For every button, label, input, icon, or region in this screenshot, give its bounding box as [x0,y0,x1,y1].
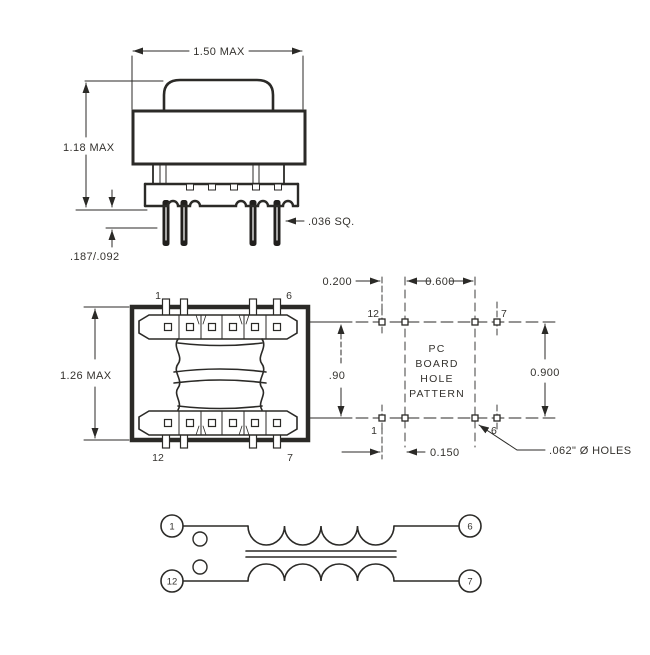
mounting-holes [378,318,501,422]
dim-row-spacing-label: 0.900 [530,367,560,379]
terminal-label-7: 7 [467,577,472,588]
pin-label-12: 12 [152,452,164,464]
dim-pin-rows-label: .90 [329,370,346,382]
polarity-dot-bottom [192,559,208,575]
terminal-circle-1 [160,514,184,538]
side-view: 1.50 MAX 1.18 MAX .187/.092 .036 SQ. [63,46,355,263]
primary-winding [247,525,395,546]
holes-note-leader [478,424,546,451]
strip-dividers-top [178,314,267,340]
pin-label-1: 1 [155,290,161,302]
pattern-title-line3: HOLE [420,373,453,385]
terminal-circle-7 [458,569,482,593]
terminal-label-6: 6 [467,522,472,533]
pin-highlights [165,205,278,241]
polarity-dot-top [192,531,208,547]
hole-label-1: 1 [371,425,377,437]
pattern-title-line2: BOARD [415,358,458,370]
bottom-view: 1.26 MAX .90 1 6 12 7 [60,290,353,464]
base-bottom-scallop [143,199,300,208]
lamination-body-outline [131,109,307,166]
terminal-label-12: 12 [167,577,178,588]
through-hole-pins [162,200,281,246]
dim-pin-square-label: .036 SQ. [308,216,355,228]
dim-offset-label: 0.150 [430,447,460,459]
strip-pin-squares-bottom [163,418,282,428]
dim-width-label: 1.50 MAX [193,46,245,58]
strip-pin-squares-top [163,322,282,332]
pc-board-hole-pattern: 0.200 0.600 0.900 0.150 .062" Ø HOLES 12… [322,276,631,460]
pin-label-6: 6 [286,290,292,302]
dim-center-span-label: 0.600 [425,276,455,288]
hole-label-6: 6 [491,425,497,437]
strip-dividers-bottom [178,410,267,436]
terminal-label-1: 1 [169,522,174,533]
pin-label-7: 7 [287,452,293,464]
schematic: 1 6 12 7 [160,514,482,593]
holes-note-label: .062" Ø HOLES [549,445,631,457]
bell-cover-outline [162,78,275,113]
pattern-title-line1: PC [429,343,446,355]
terminal-circle-12 [160,569,184,593]
hole-label-12: 12 [367,308,379,320]
terminal-circle-6 [458,514,482,538]
hole-label-7: 7 [501,308,507,320]
dim-height-label: 1.18 MAX [63,142,115,154]
dim-pin-length-label: .187/.092 [70,251,119,263]
dim-pitch-label: 0.200 [322,276,352,288]
coil-winding [173,338,267,411]
secondary-winding [247,563,395,582]
dim-height-label: 1.26 MAX [60,370,112,382]
pattern-title-line4: PATTERN [409,388,465,400]
pattern-title: PC BOARD HOLE PATTERN [409,343,465,400]
base-notches [186,183,282,191]
